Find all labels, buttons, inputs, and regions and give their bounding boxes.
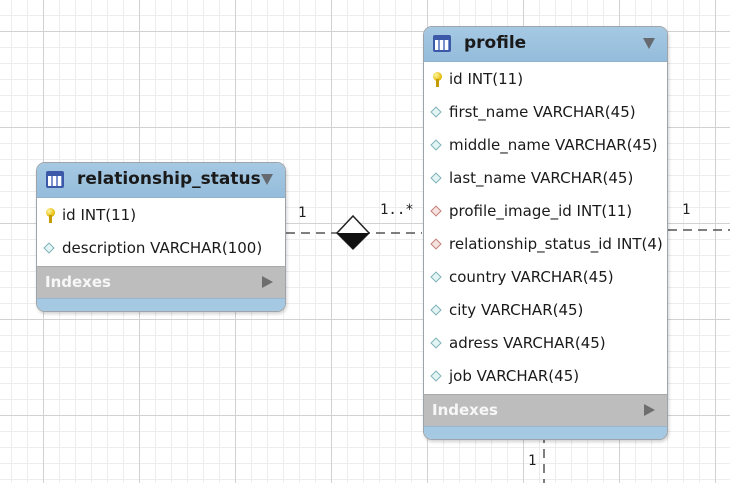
indexes-section[interactable]: Indexes (37, 266, 285, 298)
table-relationship-status[interactable]: relationship_status id INT(11) descripti… (36, 162, 286, 312)
column-diamond-icon (430, 271, 442, 283)
table-profile[interactable]: profile id INT(11) first_name VARCHAR(45… (423, 26, 668, 440)
column-label: profile_image_id INT(11) (449, 202, 633, 220)
column-row[interactable]: profile_image_id INT(11) (424, 196, 667, 229)
column-diamond-icon (430, 370, 442, 382)
column-list: id INT(11) description VARCHAR(100) (37, 198, 285, 266)
column-row[interactable]: last_name VARCHAR(45) (424, 163, 667, 196)
table-title: profile (464, 33, 527, 53)
column-row[interactable]: id INT(11) (424, 64, 667, 97)
table-footer (37, 298, 285, 311)
column-label: city VARCHAR(45) (449, 301, 584, 319)
collapse-toggle-icon[interactable] (261, 174, 273, 185)
column-row[interactable]: city VARCHAR(45) (424, 295, 667, 328)
column-diamond-icon (430, 139, 442, 151)
indexes-section[interactable]: Indexes (424, 394, 667, 426)
cardinality-profile-side: 1..* (380, 202, 414, 218)
cardinality-profile-right: 1 (682, 202, 691, 218)
column-label: country VARCHAR(45) (449, 268, 614, 286)
column-diamond-icon (430, 106, 442, 118)
column-label: job VARCHAR(45) (449, 367, 580, 385)
column-row[interactable]: description VARCHAR(100) (37, 233, 285, 266)
column-diamond-icon (430, 172, 442, 184)
column-row[interactable]: job VARCHAR(45) (424, 361, 667, 394)
column-label: adress VARCHAR(45) (449, 334, 606, 352)
column-row[interactable]: first_name VARCHAR(45) (424, 97, 667, 130)
foreign-key-diamond-icon (430, 238, 442, 250)
primary-key-icon (46, 208, 55, 223)
indexes-label: Indexes (45, 273, 111, 291)
column-label: id INT(11) (62, 206, 137, 224)
column-row[interactable]: middle_name VARCHAR(45) (424, 130, 667, 163)
column-diamond-icon (430, 337, 442, 349)
column-row[interactable]: id INT(11) (37, 200, 285, 233)
column-row[interactable]: country VARCHAR(45) (424, 262, 667, 295)
expand-arrow-icon[interactable] (262, 276, 273, 288)
column-label: middle_name VARCHAR(45) (449, 136, 658, 154)
collapse-toggle-icon[interactable] (643, 38, 655, 49)
cardinality-status-side: 1 (298, 205, 307, 221)
column-label: id INT(11) (449, 70, 524, 88)
table-title: relationship_status (77, 169, 261, 189)
relationship-diamond-fill (337, 233, 369, 249)
column-label: first_name VARCHAR(45) (449, 103, 636, 121)
column-diamond-icon (430, 304, 442, 316)
column-list: id INT(11) first_name VARCHAR(45) middle… (424, 62, 667, 394)
column-label: relationship_status_id INT(4) (449, 235, 663, 253)
table-icon (46, 171, 64, 188)
column-diamond-icon (43, 242, 55, 254)
primary-key-icon (433, 72, 442, 87)
column-row[interactable]: adress VARCHAR(45) (424, 328, 667, 361)
column-label: last_name VARCHAR(45) (449, 169, 634, 187)
cardinality-profile-bottom: 1 (528, 453, 537, 469)
indexes-label: Indexes (432, 401, 498, 419)
table-footer (424, 426, 667, 439)
expand-arrow-icon[interactable] (644, 404, 655, 416)
foreign-key-diamond-icon (430, 205, 442, 217)
table-header[interactable]: relationship_status (37, 163, 285, 198)
column-row[interactable]: relationship_status_id INT(4) (424, 229, 667, 262)
table-header[interactable]: profile (424, 27, 667, 62)
column-label: description VARCHAR(100) (62, 239, 263, 257)
table-icon (433, 35, 451, 52)
